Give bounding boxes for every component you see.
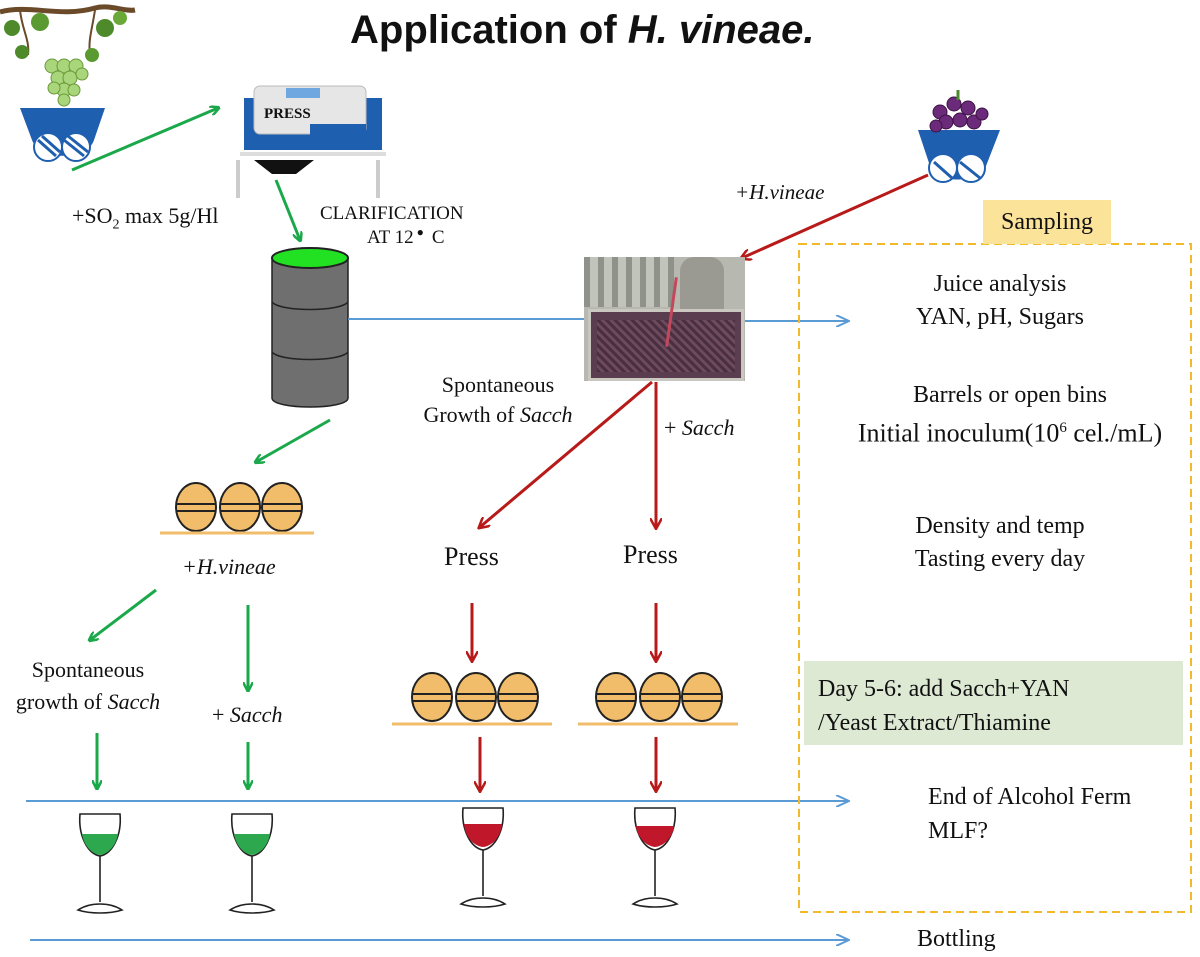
bottling-label: Bottling	[917, 926, 996, 952]
photo-person	[680, 257, 724, 315]
sampling-badge: Sampling	[983, 200, 1111, 244]
green-arrows	[71, 108, 331, 788]
white-sacch-label: + Sacch	[212, 702, 283, 727]
density-text: Density and temp Tasting every day	[914, 513, 1086, 572]
red-inoculation-label: +H.vineae	[735, 180, 825, 204]
red-press-left: Press	[444, 542, 499, 571]
day-5-6-text: Day 5-6: add Sacch+YAN /Yeast Extract/Th…	[818, 676, 1070, 736]
white-grape-vine-icon	[0, 4, 136, 107]
press-label: PRESS	[264, 106, 311, 122]
green-tank-icon	[271, 247, 349, 408]
juice-analysis-text: Juice analysis YAN, pH, Sugars	[916, 271, 1084, 330]
day-5-6-box	[804, 661, 1183, 745]
wine-glass-white-2	[229, 813, 275, 914]
red-grape-hopper-icon	[918, 90, 1000, 183]
white-spontaneous-label: Spontaneous growth of Sacch	[15, 657, 161, 714]
sampling-box	[798, 243, 1192, 913]
white-grape-hopper-icon	[20, 108, 105, 162]
wine-glass-white-1	[77, 813, 123, 914]
red-sacch-label: + Sacch	[664, 415, 735, 440]
barrel-row-red-left	[392, 672, 552, 726]
barrel-row-red-right	[578, 672, 738, 726]
red-press-right: Press	[623, 540, 678, 569]
open-bin-photo	[584, 257, 745, 381]
end-ferm-text: End of Alcohol Ferm MLF?	[928, 784, 1132, 844]
white-inoculation-label: +H.vineae	[182, 554, 276, 579]
wine-glass-red-2	[632, 807, 678, 908]
clarification-line2: AT 12●C	[367, 225, 445, 248]
clarification-line1: CLARIFICATION	[320, 203, 464, 224]
wine-glass-red-1	[460, 807, 506, 908]
flow-lines	[26, 319, 848, 940]
photo-wall	[584, 257, 674, 307]
barrel-row-white	[160, 482, 314, 535]
red-arrows	[472, 173, 929, 790]
red-spontaneous-label: Spontaneous Growth of Sacch	[423, 372, 573, 427]
press-icon	[236, 85, 386, 198]
so2-label: +SO2 max 5g/Hl	[72, 203, 219, 233]
barrels-text: Barrels or open bins Initial inoculum(10…	[857, 382, 1163, 448]
page-title: Application of H. vineae.	[350, 8, 815, 52]
